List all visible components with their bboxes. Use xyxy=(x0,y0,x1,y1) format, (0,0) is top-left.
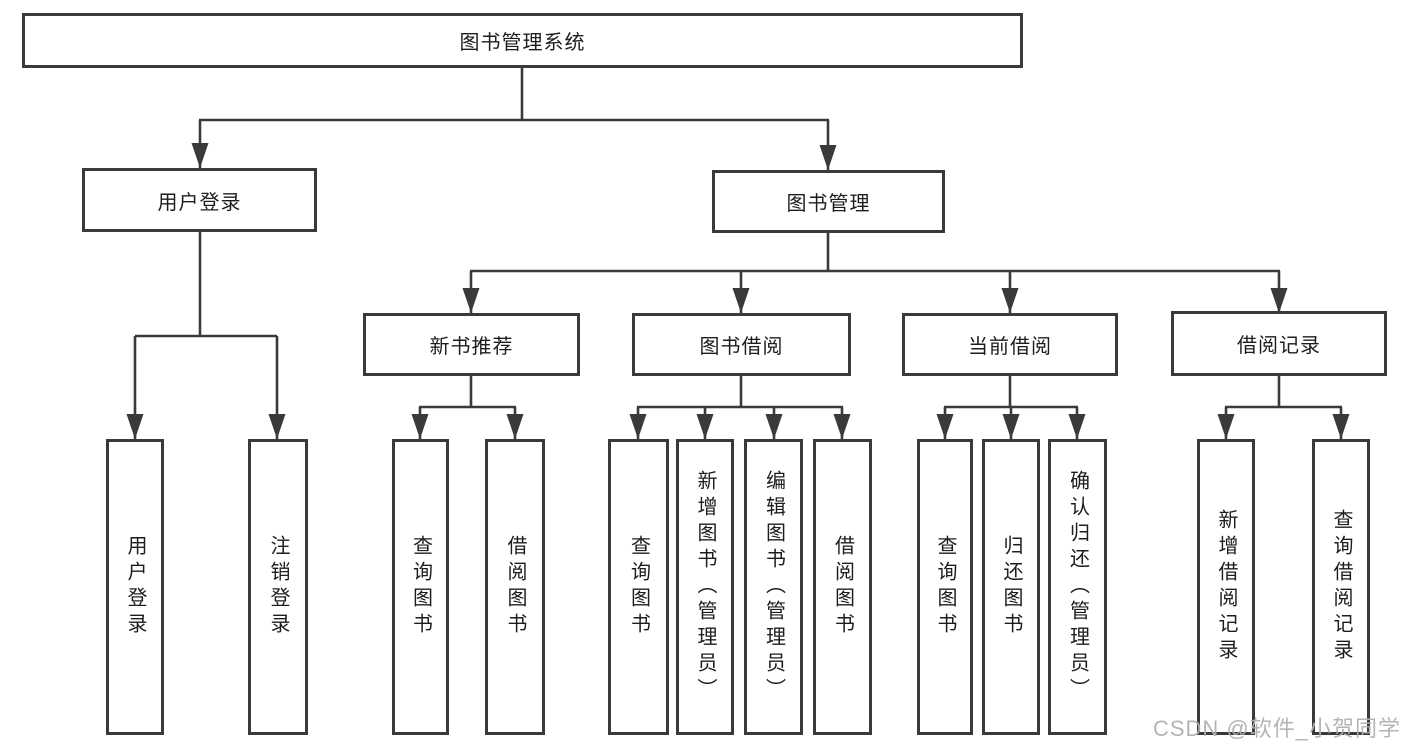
leaf-add-book-admin-label: 新增图书（管理员） xyxy=(694,470,716,704)
node-root: 图书管理系统 xyxy=(22,13,1023,68)
leaf-query-borrow-record: 查询借阅记录 xyxy=(1312,439,1370,735)
leaf-query-book-recommend-label: 查询图书 xyxy=(409,535,432,639)
leaf-add-borrow-record: 新增借阅记录 xyxy=(1197,439,1255,735)
csdn-watermark: CSDN @软件_小贺同学 xyxy=(1152,716,1401,741)
leaf-edit-book-admin-label: 编辑图书（管理员） xyxy=(762,470,785,704)
leaf-query-book-borrow: 查询图书 xyxy=(608,439,669,735)
leaf-borrow-book-borrow: 借阅图书 xyxy=(813,439,872,735)
leaf-confirm-return-admin-label: 确认归还（管理员） xyxy=(1066,470,1089,704)
arrow-drops xyxy=(126,120,1350,439)
leaf-return-book-label: 归还图书 xyxy=(1000,535,1022,639)
leaf-edit-book-admin: 编辑图书（管理员） xyxy=(744,439,803,735)
node-current-borrow: 当前借阅 xyxy=(902,313,1118,376)
leaf-logout-login-label: 注销登录 xyxy=(267,535,289,639)
leaf-borrow-book-recommend: 借阅图书 xyxy=(485,439,545,735)
leaf-user-login: 用户登录 xyxy=(106,439,164,735)
leaf-user-login-label: 用户登录 xyxy=(124,535,146,639)
leaf-return-book: 归还图书 xyxy=(982,439,1040,735)
leaf-query-borrow-record-label: 查询借阅记录 xyxy=(1330,509,1352,665)
leaf-query-book-current-label: 查询图书 xyxy=(934,535,956,639)
leaf-confirm-return-admin: 确认归还（管理员） xyxy=(1048,439,1107,735)
leaf-query-book-recommend: 查询图书 xyxy=(392,439,449,735)
leaf-add-borrow-record-label: 新增借阅记录 xyxy=(1215,509,1237,665)
node-new-book-recommend: 新书推荐 xyxy=(363,313,580,376)
leaf-add-book-admin: 新增图书（管理员） xyxy=(676,439,734,735)
node-book-borrow: 图书借阅 xyxy=(632,313,851,376)
node-book-management: 图书管理 xyxy=(712,170,945,233)
node-user-login: 用户登录 xyxy=(82,168,317,232)
leaf-query-book-current: 查询图书 xyxy=(917,439,973,735)
leaf-borrow-book-recommend-label: 借阅图书 xyxy=(504,535,526,639)
trunk-lines xyxy=(135,68,1342,409)
leaf-query-book-borrow-label: 查询图书 xyxy=(627,535,650,639)
leaf-borrow-book-borrow-label: 借阅图书 xyxy=(831,535,854,639)
leaf-logout-login: 注销登录 xyxy=(248,439,308,735)
node-borrow-records: 借阅记录 xyxy=(1171,311,1387,376)
